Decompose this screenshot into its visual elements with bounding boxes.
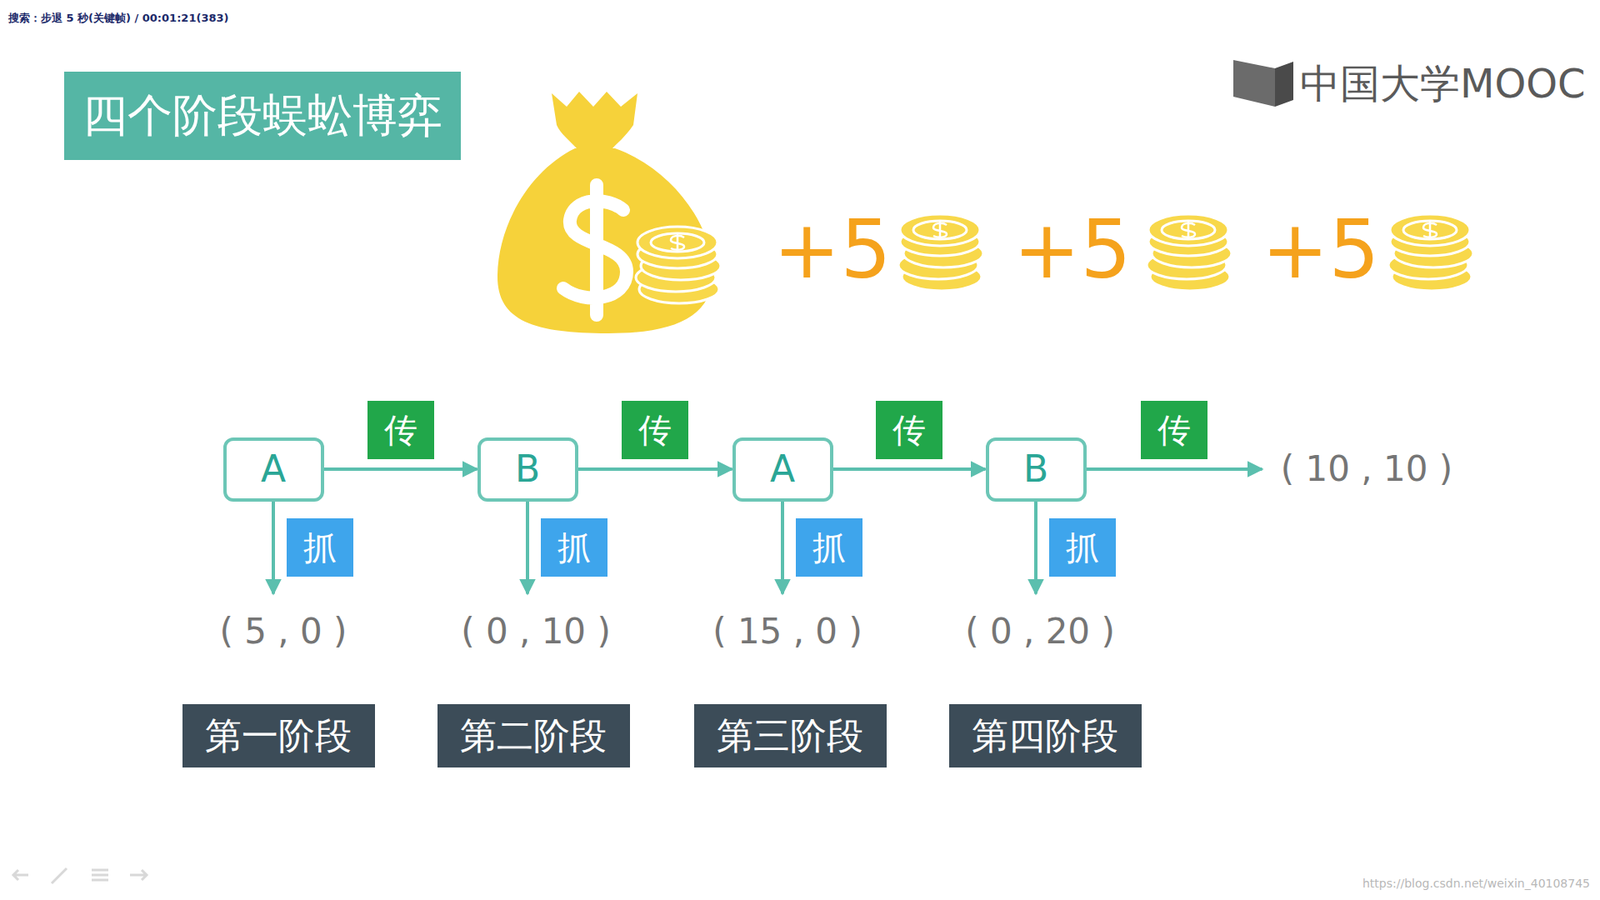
move-arrow [525,501,530,595]
payoff-text: ( 5 , 0 ) [213,605,355,659]
stage-label: 第三阶段 [694,704,887,768]
payoff-text: ( 0 , 20 ) [958,605,1122,659]
node-text: 第二阶段 [460,715,607,756]
bonus-amount: +5 [1261,210,1380,290]
player-toolbar [13,868,147,884]
tag-text: 传 [638,413,672,447]
player-status: 搜索：步退 5 秒(关键帧) / 00:01:21(383) [8,12,229,24]
move-arrow [271,501,275,595]
player-node: A [223,437,325,502]
pass-tag: 传 [1140,400,1208,460]
take-tag: 抓 [540,518,608,577]
tag-text: 传 [384,413,418,447]
payoff-text: ( 15 , 0 ) [705,605,870,659]
payoff-text: ( 0 , 10 ) [454,605,618,659]
node-text: ( 10 , 10 ) [1280,450,1453,489]
take-tag: 抓 [286,518,354,577]
node-text: ( 15 , 0 ) [712,612,863,651]
bonus-amount: +5 [1013,210,1132,290]
tag-text: 抓 [1065,530,1100,565]
node-text: B [1023,449,1049,490]
move-arrow [833,467,986,471]
stage-label: 第一阶段 [182,704,375,768]
node-text: A [770,449,795,490]
node-text: 第四阶段 [971,715,1119,756]
stage-label: 第二阶段 [437,704,630,768]
player-node: B [477,437,579,502]
pass-tag: 传 [621,400,689,460]
node-text: 第一阶段 [205,715,352,756]
tag-text: 抓 [557,530,591,565]
bonus-amount: +5 [773,210,892,290]
node-text: ( 0 , 20 ) [965,612,1115,651]
payoff-text: ( 10 , 10 ) [1274,443,1460,496]
stage-label: 第四阶段 [949,704,1142,768]
pass-tag: 传 [875,400,943,460]
node-text: 第三阶段 [716,715,864,756]
tag-text: 抓 [812,530,846,565]
title-banner: 四个阶段蜈蚣博弈 [64,71,461,160]
logo-text: 中国大学MOOC [1300,63,1586,104]
pass-tag: 传 [367,400,435,460]
node-text: ( 5 , 0 ) [220,612,348,651]
tag-text: 传 [1157,413,1191,447]
node-text: B [515,449,540,490]
tag-text: 传 [892,413,926,447]
take-tag: 抓 [795,518,863,577]
move-arrow [1034,501,1038,595]
move-arrow [324,467,478,471]
move-arrow [780,501,785,595]
title-text: 四个阶段蜈蚣博弈 [82,85,443,147]
player-node: B [985,437,1087,502]
move-arrow [578,467,733,471]
take-tag: 抓 [1049,518,1116,577]
move-arrow [1086,467,1263,471]
logo-icon [1233,60,1294,107]
node-text: ( 0 , 10 ) [460,612,611,651]
player-node: A [732,437,834,502]
tag-text: 抓 [303,530,337,565]
node-text: A [260,449,286,490]
money-bag [497,91,721,334]
watermark: https://blog.csdn.net/weixin_40108745 [1362,877,1590,890]
